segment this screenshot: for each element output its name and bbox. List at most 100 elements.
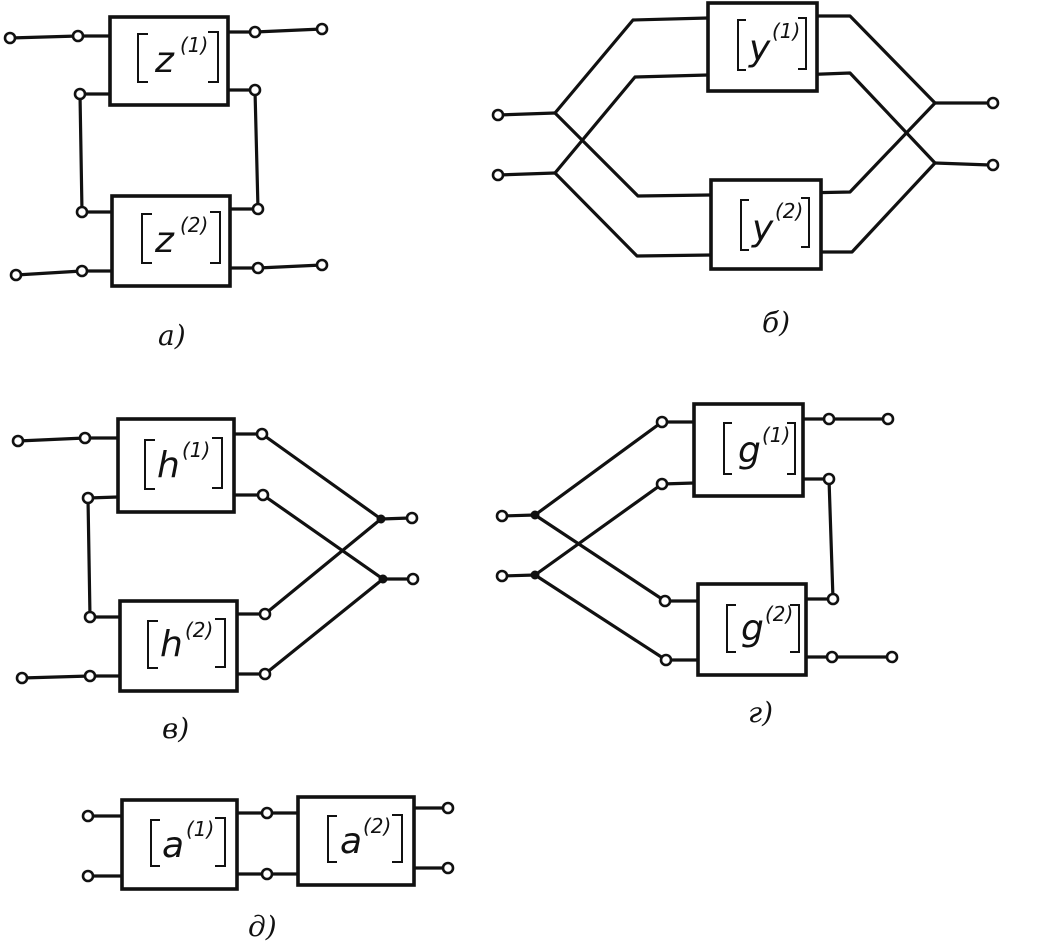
- terminal: [260, 867, 274, 881]
- panel-a-series: z (1) z (2) а): [3, 15, 329, 352]
- wire: [496, 111, 557, 117]
- terminal: [255, 427, 269, 441]
- terminal: [3, 31, 17, 45]
- two-port-block-a2: [296, 795, 416, 887]
- svg-text:(2): (2): [775, 199, 803, 223]
- wire: [256, 263, 324, 270]
- svg-text:y: y: [751, 208, 774, 249]
- terminal: [248, 25, 262, 39]
- two-port-block-y2: [709, 178, 823, 271]
- terminal: [258, 667, 272, 681]
- terminal: [986, 158, 1000, 172]
- svg-text:g: g: [738, 430, 761, 471]
- svg-text:(2): (2): [185, 618, 213, 642]
- junction-node: [378, 574, 388, 584]
- terminal: [441, 801, 455, 815]
- wire: [933, 161, 992, 167]
- terminal: [83, 669, 97, 683]
- terminal: [315, 258, 329, 272]
- wire: [827, 477, 835, 601]
- wire: [553, 111, 712, 198]
- wire: [553, 16, 710, 115]
- svg-text:(1): (1): [182, 438, 210, 462]
- block-label-h1: h (1): [144, 437, 223, 490]
- terminal: [75, 205, 89, 219]
- two-port-block-g1: [692, 402, 805, 498]
- terminal: [406, 572, 420, 586]
- terminal: [75, 264, 89, 278]
- terminal: [256, 488, 270, 502]
- panel-caption-g: г): [748, 696, 773, 729]
- svg-text:(1): (1): [772, 19, 800, 43]
- svg-text:y: y: [748, 28, 771, 69]
- wire: [260, 432, 383, 521]
- panel-v-series-parallel: h (1) h (2) в): [11, 417, 420, 745]
- panel-caption-v: в): [162, 712, 189, 745]
- panel-b-parallel: y (1) y (2) б): [491, 1, 1000, 339]
- wire: [16, 436, 87, 443]
- wire: [8, 34, 80, 40]
- junction-node: [530, 570, 540, 580]
- terminal: [822, 412, 836, 426]
- terminal: [491, 168, 505, 182]
- svg-text:h: h: [160, 624, 183, 665]
- svg-text:a: a: [162, 825, 184, 866]
- svg-text:h: h: [157, 445, 180, 486]
- svg-text:(1): (1): [762, 423, 790, 447]
- terminal: [405, 511, 419, 525]
- terminal: [83, 610, 97, 624]
- svg-text:g: g: [741, 608, 764, 649]
- two-port-block-g2: [696, 582, 808, 677]
- terminal: [71, 29, 85, 43]
- two-port-block-h1: [116, 417, 236, 514]
- terminal: [315, 22, 329, 36]
- terminal: [248, 83, 262, 97]
- terminal: [822, 472, 836, 486]
- svg-text:(2): (2): [765, 602, 793, 626]
- block-label-z2: z (2): [141, 211, 221, 264]
- terminal: [885, 650, 899, 664]
- wire: [263, 577, 385, 676]
- block-label-y1: y (1): [737, 17, 807, 71]
- terminal: [260, 806, 274, 820]
- two-port-block-a1: [120, 798, 239, 891]
- panel-caption-d: д): [248, 910, 277, 943]
- junction-node: [376, 514, 386, 524]
- block-label-a2: a (2): [327, 814, 403, 863]
- svg-text:z: z: [154, 40, 175, 81]
- svg-text:(1): (1): [180, 33, 208, 57]
- wire: [86, 496, 92, 619]
- terminal: [655, 415, 669, 429]
- terminal: [491, 108, 505, 122]
- terminal: [78, 431, 92, 445]
- terminal: [881, 412, 895, 426]
- panel-d-cascade: a (1) a (2) д): [81, 795, 455, 943]
- wire: [263, 517, 383, 616]
- terminal: [251, 202, 265, 216]
- terminal: [11, 434, 25, 448]
- terminal: [659, 653, 673, 667]
- wire: [14, 269, 84, 277]
- terminal: [73, 87, 87, 101]
- terminal: [258, 607, 272, 621]
- terminal: [81, 491, 95, 505]
- wire: [379, 516, 412, 521]
- wire: [253, 88, 260, 211]
- wire: [533, 420, 664, 517]
- wire: [553, 171, 714, 258]
- terminal: [986, 96, 1000, 110]
- block-label-y2: y (2): [740, 197, 810, 251]
- terminal: [495, 569, 509, 583]
- terminal: [658, 594, 672, 608]
- wire: [533, 573, 668, 662]
- wire: [553, 73, 710, 175]
- terminal: [9, 268, 23, 282]
- block-label-h2: h (2): [147, 618, 226, 669]
- junction-node: [530, 510, 540, 520]
- svg-text:(2): (2): [180, 213, 208, 237]
- wire: [261, 493, 385, 581]
- terminal: [495, 509, 509, 523]
- block-label-g2: g (2): [726, 602, 800, 653]
- wire: [253, 27, 324, 34]
